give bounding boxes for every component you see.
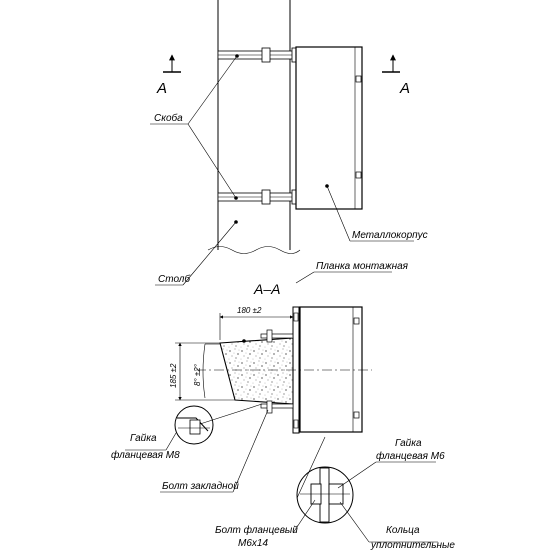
leader-metal-case: Металлокорпус: [325, 184, 428, 242]
label-bracket: Скоба: [154, 112, 183, 124]
label-pole: Столб: [158, 273, 190, 285]
leader-bracket: Скоба: [150, 54, 239, 200]
dimension-width: 180 ±2: [219, 306, 294, 340]
dim-height-text: 185 ±2: [169, 363, 178, 388]
label-rings-line2: уплотнительные: [370, 540, 455, 550]
label-flange-bolt-line2: М6х14: [238, 538, 268, 549]
label-nut-m6-line1: Гайка: [395, 438, 422, 449]
section-marker-right: A: [382, 54, 410, 97]
label-embed-bolt: Болт закладной: [162, 481, 239, 492]
leader-nut-m6: Гайка фланцевая М6: [337, 438, 445, 489]
label-rings-line1: Кольца: [386, 525, 420, 536]
bracket-upper: [217, 47, 301, 63]
top-view: A A Скоба Металлокорпус Планка монтаж: [150, 0, 428, 286]
dimension-angle: 8° ±2°: [193, 343, 220, 399]
section-letter-left: A: [156, 80, 167, 97]
section-title: A–A: [253, 281, 280, 297]
leader-nut-m8: Гайка фланцевая М8: [111, 433, 180, 461]
detail-nut-m8: [165, 403, 263, 451]
leader-mount-plate: Планка монтажная: [295, 261, 409, 284]
pole-section: [219, 337, 294, 405]
leader-pole: Столб: [155, 220, 238, 286]
leader-embed-bolt: Болт закладной: [160, 409, 269, 493]
leader-flange-bolt: Болт фланцевый М6х14: [215, 499, 316, 549]
dimension-height: 185 ±2: [169, 342, 235, 401]
bracket-lower: [217, 189, 301, 205]
label-nut-m8-line2: фланцевая М8: [111, 449, 180, 461]
label-nut-m6-line2: фланцевая М6: [376, 450, 445, 462]
metal-case-section: [299, 306, 363, 433]
section-letter-right: A: [399, 80, 410, 97]
label-mount-plate: Планка монтажная: [316, 261, 409, 272]
section-view: A–A: [111, 281, 455, 550]
leader-rings: Кольца уплотнительные: [339, 501, 455, 550]
metal-case-top: [295, 46, 363, 210]
pole-top: [207, 0, 301, 254]
label-metal-case: Металлокорпус: [352, 230, 428, 241]
section-marker-left: A: [156, 54, 181, 97]
label-nut-m8-line1: Гайка: [130, 433, 157, 444]
dim-angle-text: 8° ±2°: [193, 363, 202, 386]
dim-width-text: 180 ±2: [237, 306, 262, 315]
detail-bolt-m6: [296, 436, 354, 524]
label-flange-bolt-line1: Болт фланцевый: [215, 524, 298, 536]
